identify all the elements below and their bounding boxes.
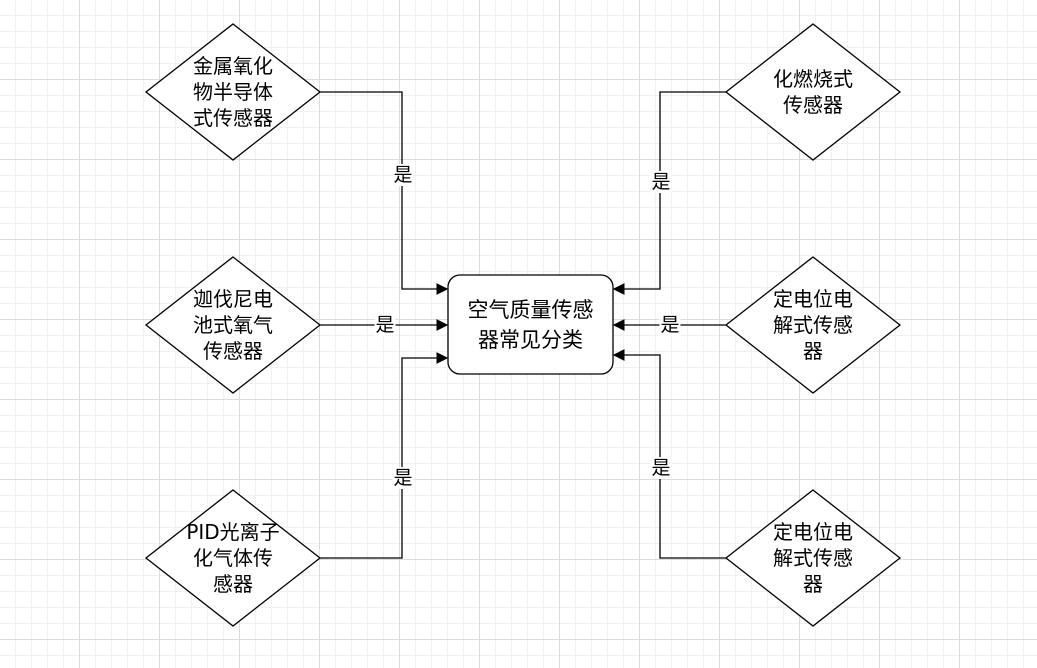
edge-label-combustion: 是 [650,171,672,193]
diamond-electrochem-2[interactable] [724,489,902,627]
edge-label-pid: 是 [392,467,414,489]
diamond-metal-oxide[interactable] [144,23,322,161]
diamond-galvanic[interactable] [144,256,322,394]
edge-label-electrochem-1: 是 [659,314,681,336]
diamond-combustion[interactable] [724,23,902,161]
edge-label-electrochem-2: 是 [650,457,672,479]
diamond-electrochem-1[interactable] [724,256,902,394]
center-box[interactable] [447,274,614,375]
diamond-pid[interactable] [144,489,322,627]
edge-metal-oxide[interactable] [320,91,449,295]
edge-label-metal-oxide: 是 [392,164,414,186]
edge-pid[interactable] [320,352,449,559]
edge-label-galvanic: 是 [374,314,396,336]
edge-electrochem-2[interactable] [612,349,726,559]
